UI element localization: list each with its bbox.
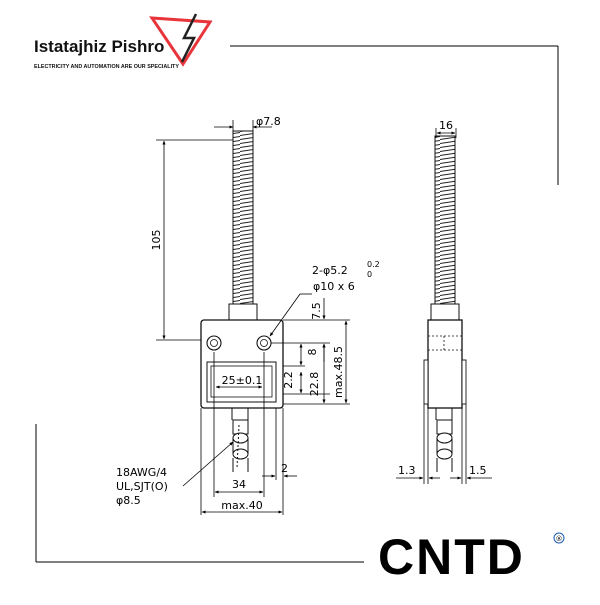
dim-22-8: 22.8	[308, 372, 321, 397]
frame-lines	[35, 45, 559, 563]
brand-tagline: ELECTRICITY AND AUTOMATION ARE OUR SPECI…	[34, 64, 179, 70]
brand-logo: Istatajhiz Pishro ELECTRICITY AND AUTOMA…	[34, 13, 213, 70]
dim-2: 2	[281, 462, 288, 475]
dim-34: 34	[232, 478, 246, 491]
brand-arrow-icon	[149, 16, 213, 67]
slot-spec: φ10 x 6	[313, 280, 355, 293]
side-view: 16 1.3 1.5	[396, 119, 492, 484]
dim-16: 16	[439, 119, 453, 132]
dim-hole-pitch: 25±0.1	[222, 374, 263, 387]
hole-tol-bottom: 0	[367, 270, 372, 279]
dim-rod-diameter: φ7.8	[256, 115, 281, 128]
dim-max-40: max.40	[221, 499, 262, 512]
cntd-logo-text: CNTD	[378, 529, 525, 585]
registered-mark: ®	[556, 535, 563, 543]
dim-1-3: 1.3	[398, 464, 416, 477]
cable-spec-line3: φ8.5	[116, 494, 141, 507]
dim-2-2: 2.2	[282, 371, 295, 389]
cable-spec-line1: 18AWG/4	[116, 466, 167, 479]
front-view: φ7.8 105 2-φ5.2 0.2 0 φ10 x 6	[116, 115, 380, 515]
dim-7-5: 7.5	[310, 302, 323, 320]
cntd-logo: CNTD ®	[378, 529, 565, 585]
dim-8: 8	[306, 349, 319, 356]
dim-1-5: 1.5	[469, 464, 487, 477]
cable-spec-line2: UL,SJT(O)	[116, 480, 168, 493]
hole-spec: 2-φ5.2	[312, 264, 348, 277]
dim-max-48-5: max.48.5	[332, 346, 345, 398]
dim-rod-length: 105	[150, 230, 163, 251]
brand-name: Istatajhiz Pishro	[34, 37, 164, 56]
hole-tol-top: 0.2	[367, 260, 380, 269]
